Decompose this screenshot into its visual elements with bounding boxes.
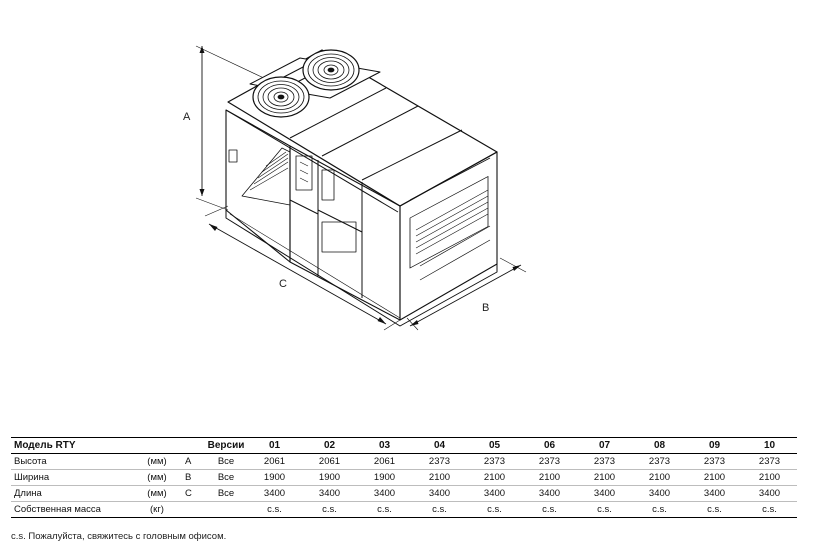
version-code-header: 06	[522, 437, 577, 454]
row-version: Все	[205, 469, 247, 486]
table-cell: c.s.	[522, 501, 577, 518]
table-cell: 3400	[302, 485, 357, 502]
table-cell: 2373	[412, 453, 467, 470]
table-cell: c.s.	[687, 501, 742, 518]
version-code-header: 09	[687, 437, 742, 454]
table-cell: 3400	[247, 485, 302, 502]
table-cell: 3400	[357, 485, 412, 502]
row-unit: (мм)	[133, 453, 181, 470]
table-cell: 2373	[742, 453, 797, 470]
table-cell: 2061	[357, 453, 412, 470]
table-cell: 2100	[522, 469, 577, 486]
model-header: Модель RTY	[11, 437, 205, 454]
row-name: Собственная масса	[11, 501, 133, 518]
row-unit: (кг)	[133, 501, 181, 518]
versions-header: Версии	[205, 437, 247, 454]
table-cell: c.s.	[247, 501, 302, 518]
row-symbol: A	[181, 453, 205, 470]
table-cell: 2373	[577, 453, 632, 470]
version-code-header: 08	[632, 437, 687, 454]
table-cell: 3400	[742, 485, 797, 502]
version-code-header: 02	[302, 437, 357, 454]
version-code-header: 03	[357, 437, 412, 454]
table-cell: 1900	[247, 469, 302, 486]
row-symbol: B	[181, 469, 205, 486]
version-code-header: 04	[412, 437, 467, 454]
table-cell: 2373	[467, 453, 522, 470]
table-cell: 3400	[577, 485, 632, 502]
table-cell: c.s.	[302, 501, 357, 518]
table-cell: c.s.	[632, 501, 687, 518]
table-cell: 2373	[687, 453, 742, 470]
version-code-header: 07	[577, 437, 632, 454]
row-name: Высота	[11, 453, 133, 470]
dimension-c-label: C	[279, 278, 287, 290]
table-cell: 3400	[687, 485, 742, 502]
table-cell: 2100	[577, 469, 632, 486]
table-cell: c.s.	[577, 501, 632, 518]
unit-drawing: A C B	[183, 45, 527, 331]
table-cell: 2373	[632, 453, 687, 470]
table-cell: 2061	[302, 453, 357, 470]
dimension-b-label: B	[482, 302, 489, 314]
table-cell: 3400	[522, 485, 577, 502]
table-cell: c.s.	[742, 501, 797, 518]
row-version: Все	[205, 485, 247, 502]
table-cell: 2100	[467, 469, 522, 486]
dimension-a-label: A	[183, 111, 191, 123]
row-symbol: C	[181, 485, 205, 502]
table-cell: 2373	[522, 453, 577, 470]
table-cell: 3400	[632, 485, 687, 502]
table-cell: 2100	[687, 469, 742, 486]
table-cell: 2100	[742, 469, 797, 486]
table-cell: 2100	[412, 469, 467, 486]
version-code-header: 10	[742, 437, 797, 454]
row-name: Ширина	[11, 469, 133, 486]
table-cell: 3400	[412, 485, 467, 502]
row-unit: (мм)	[133, 485, 181, 502]
table-row: Собственная масса(кг)c.s.c.s.c.s.c.s.c.s…	[11, 501, 797, 518]
table-cell: c.s.	[412, 501, 467, 518]
row-version: Все	[205, 453, 247, 470]
row-name: Длина	[11, 485, 133, 502]
table-cell: c.s.	[357, 501, 412, 518]
row-symbol	[181, 501, 205, 518]
table-cell: 3400	[467, 485, 522, 502]
version-code-header: 05	[467, 437, 522, 454]
table-cell: 1900	[302, 469, 357, 486]
table-cell: 2100	[632, 469, 687, 486]
table-cell: 2061	[247, 453, 302, 470]
row-unit: (мм)	[133, 469, 181, 486]
table-cell: c.s.	[467, 501, 522, 518]
footnote: c.s. Пожалуйста, свяжитесь с головным оф…	[11, 531, 227, 542]
table-cell: 1900	[357, 469, 412, 486]
row-version	[205, 501, 247, 518]
version-code-header: 01	[247, 437, 302, 454]
